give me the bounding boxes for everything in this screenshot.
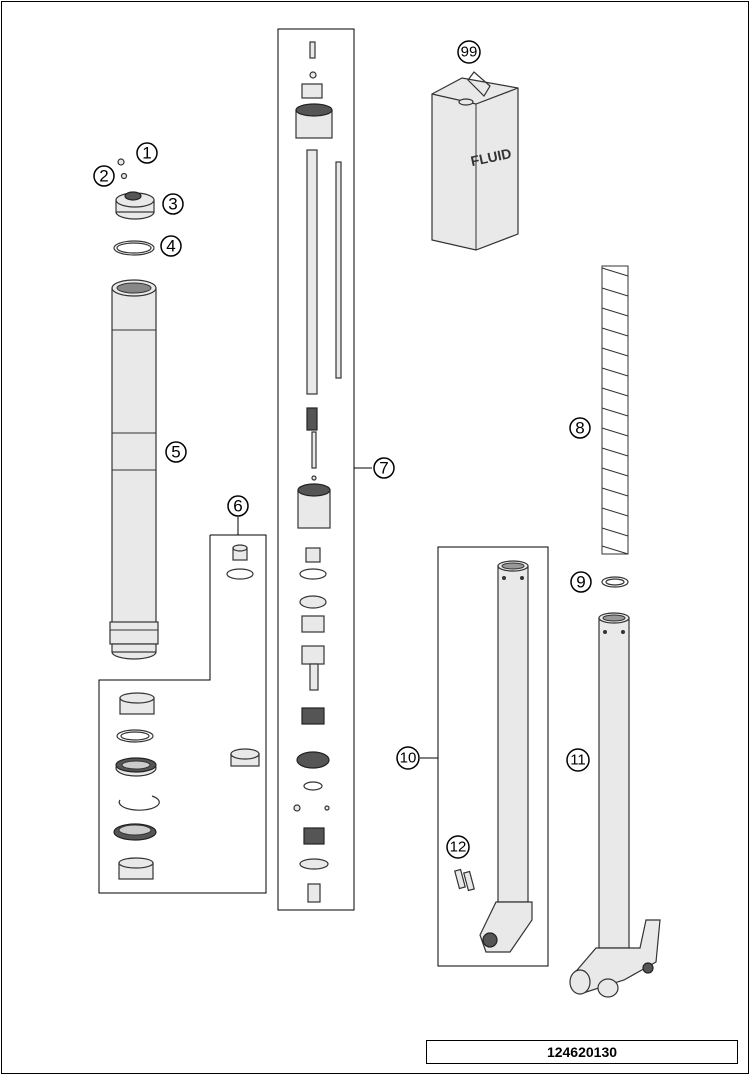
seal-ring-part — [230, 748, 260, 767]
svg-text:9: 9 — [576, 573, 585, 592]
svg-text:1: 1 — [142, 144, 151, 163]
top-cap-part — [115, 191, 155, 220]
svg-text:7: 7 — [379, 459, 388, 478]
svg-text:6: 6 — [233, 497, 242, 516]
circlip-part — [118, 795, 160, 811]
washer-part — [120, 172, 128, 180]
callout-2: 2 — [93, 165, 115, 187]
ring-part — [226, 568, 254, 580]
callout-5: 5 — [165, 441, 187, 463]
outer-tube-left-part — [479, 560, 533, 953]
document-number: 124620130 — [546, 1044, 618, 1060]
screw-part — [117, 158, 125, 166]
svg-text:10: 10 — [400, 750, 417, 767]
svg-text:12: 12 — [450, 839, 467, 856]
dust-seal-part — [113, 823, 157, 841]
spring-part — [601, 265, 629, 555]
bushing-part — [119, 692, 155, 715]
screws-part — [454, 868, 475, 892]
outer-tube-right-part — [569, 612, 661, 998]
svg-text:2: 2 — [99, 167, 108, 186]
cartridge-part — [293, 41, 342, 903]
fluid-can-part: FLUID — [431, 71, 519, 251]
callout-4: 4 — [160, 235, 182, 257]
callout-12: 12 — [446, 835, 470, 859]
outer-tube-group-box — [437, 546, 549, 967]
support-washer-part — [116, 729, 154, 743]
svg-text:11: 11 — [570, 752, 586, 769]
cartridge-group-box — [277, 28, 355, 911]
callout-1: 1 — [136, 142, 158, 164]
svg-text:99: 99 — [461, 44, 478, 61]
callout-99: 99 — [457, 40, 481, 64]
bushing-small-part — [232, 544, 248, 561]
o-ring-part — [113, 240, 155, 256]
callout-8: 8 — [569, 417, 591, 439]
svg-text:4: 4 — [166, 237, 175, 256]
svg-text:8: 8 — [575, 419, 584, 438]
spacer-ring-part — [601, 576, 629, 588]
callout-3: 3 — [162, 193, 184, 215]
bushing-lower-part — [118, 857, 154, 880]
callout-10: 10 — [396, 746, 420, 770]
callout-6: 6 — [227, 495, 249, 517]
callout-11: 11 — [566, 748, 590, 772]
callout-9: 9 — [570, 571, 592, 593]
inner-tube-part — [109, 279, 159, 660]
callout-7: 7 — [373, 457, 395, 479]
svg-text:5: 5 — [171, 443, 180, 462]
document-number-box: 124620130 — [426, 1040, 738, 1064]
svg-text:3: 3 — [168, 195, 177, 214]
seal-kit-group-box — [98, 534, 267, 894]
oil-seal-part — [115, 757, 157, 777]
